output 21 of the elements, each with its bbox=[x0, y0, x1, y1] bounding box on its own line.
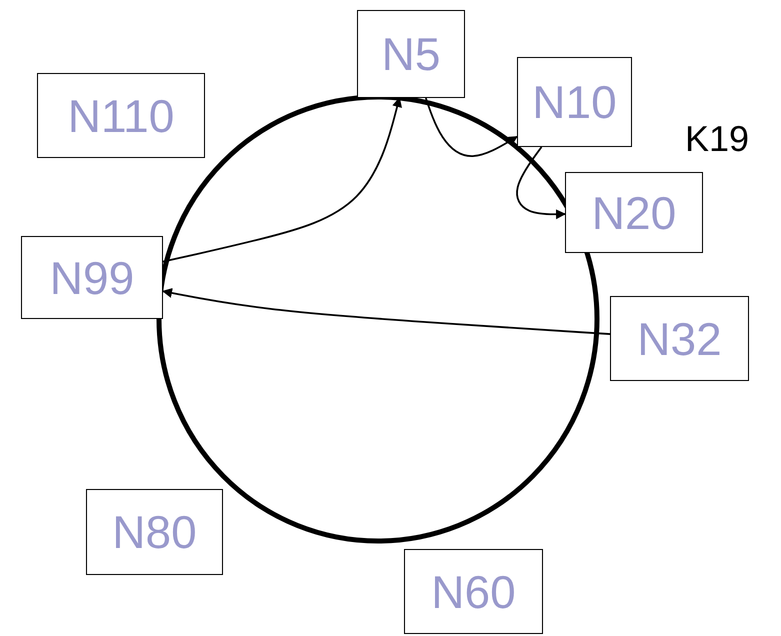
node-box bbox=[86, 489, 223, 575]
arrow bbox=[516, 146, 566, 220]
node-box bbox=[21, 236, 163, 319]
key-label: K19 bbox=[685, 118, 750, 160]
node-label: N10 bbox=[532, 75, 617, 129]
node-box bbox=[37, 73, 205, 158]
arrow bbox=[162, 97, 402, 263]
node-label: N5 bbox=[382, 27, 440, 81]
node-label: N20 bbox=[592, 186, 676, 240]
node-label: N60 bbox=[431, 564, 516, 618]
node-box bbox=[404, 549, 543, 634]
node-label: N99 bbox=[50, 250, 134, 304]
node-label: N80 bbox=[112, 505, 197, 559]
node-box bbox=[610, 296, 749, 381]
node-label: N32 bbox=[637, 312, 722, 366]
node-box bbox=[357, 10, 465, 98]
node-box bbox=[517, 57, 632, 147]
arrow bbox=[424, 98, 518, 158]
arrow bbox=[162, 288, 610, 335]
node-box bbox=[565, 172, 703, 253]
node-label: N110 bbox=[68, 88, 174, 142]
